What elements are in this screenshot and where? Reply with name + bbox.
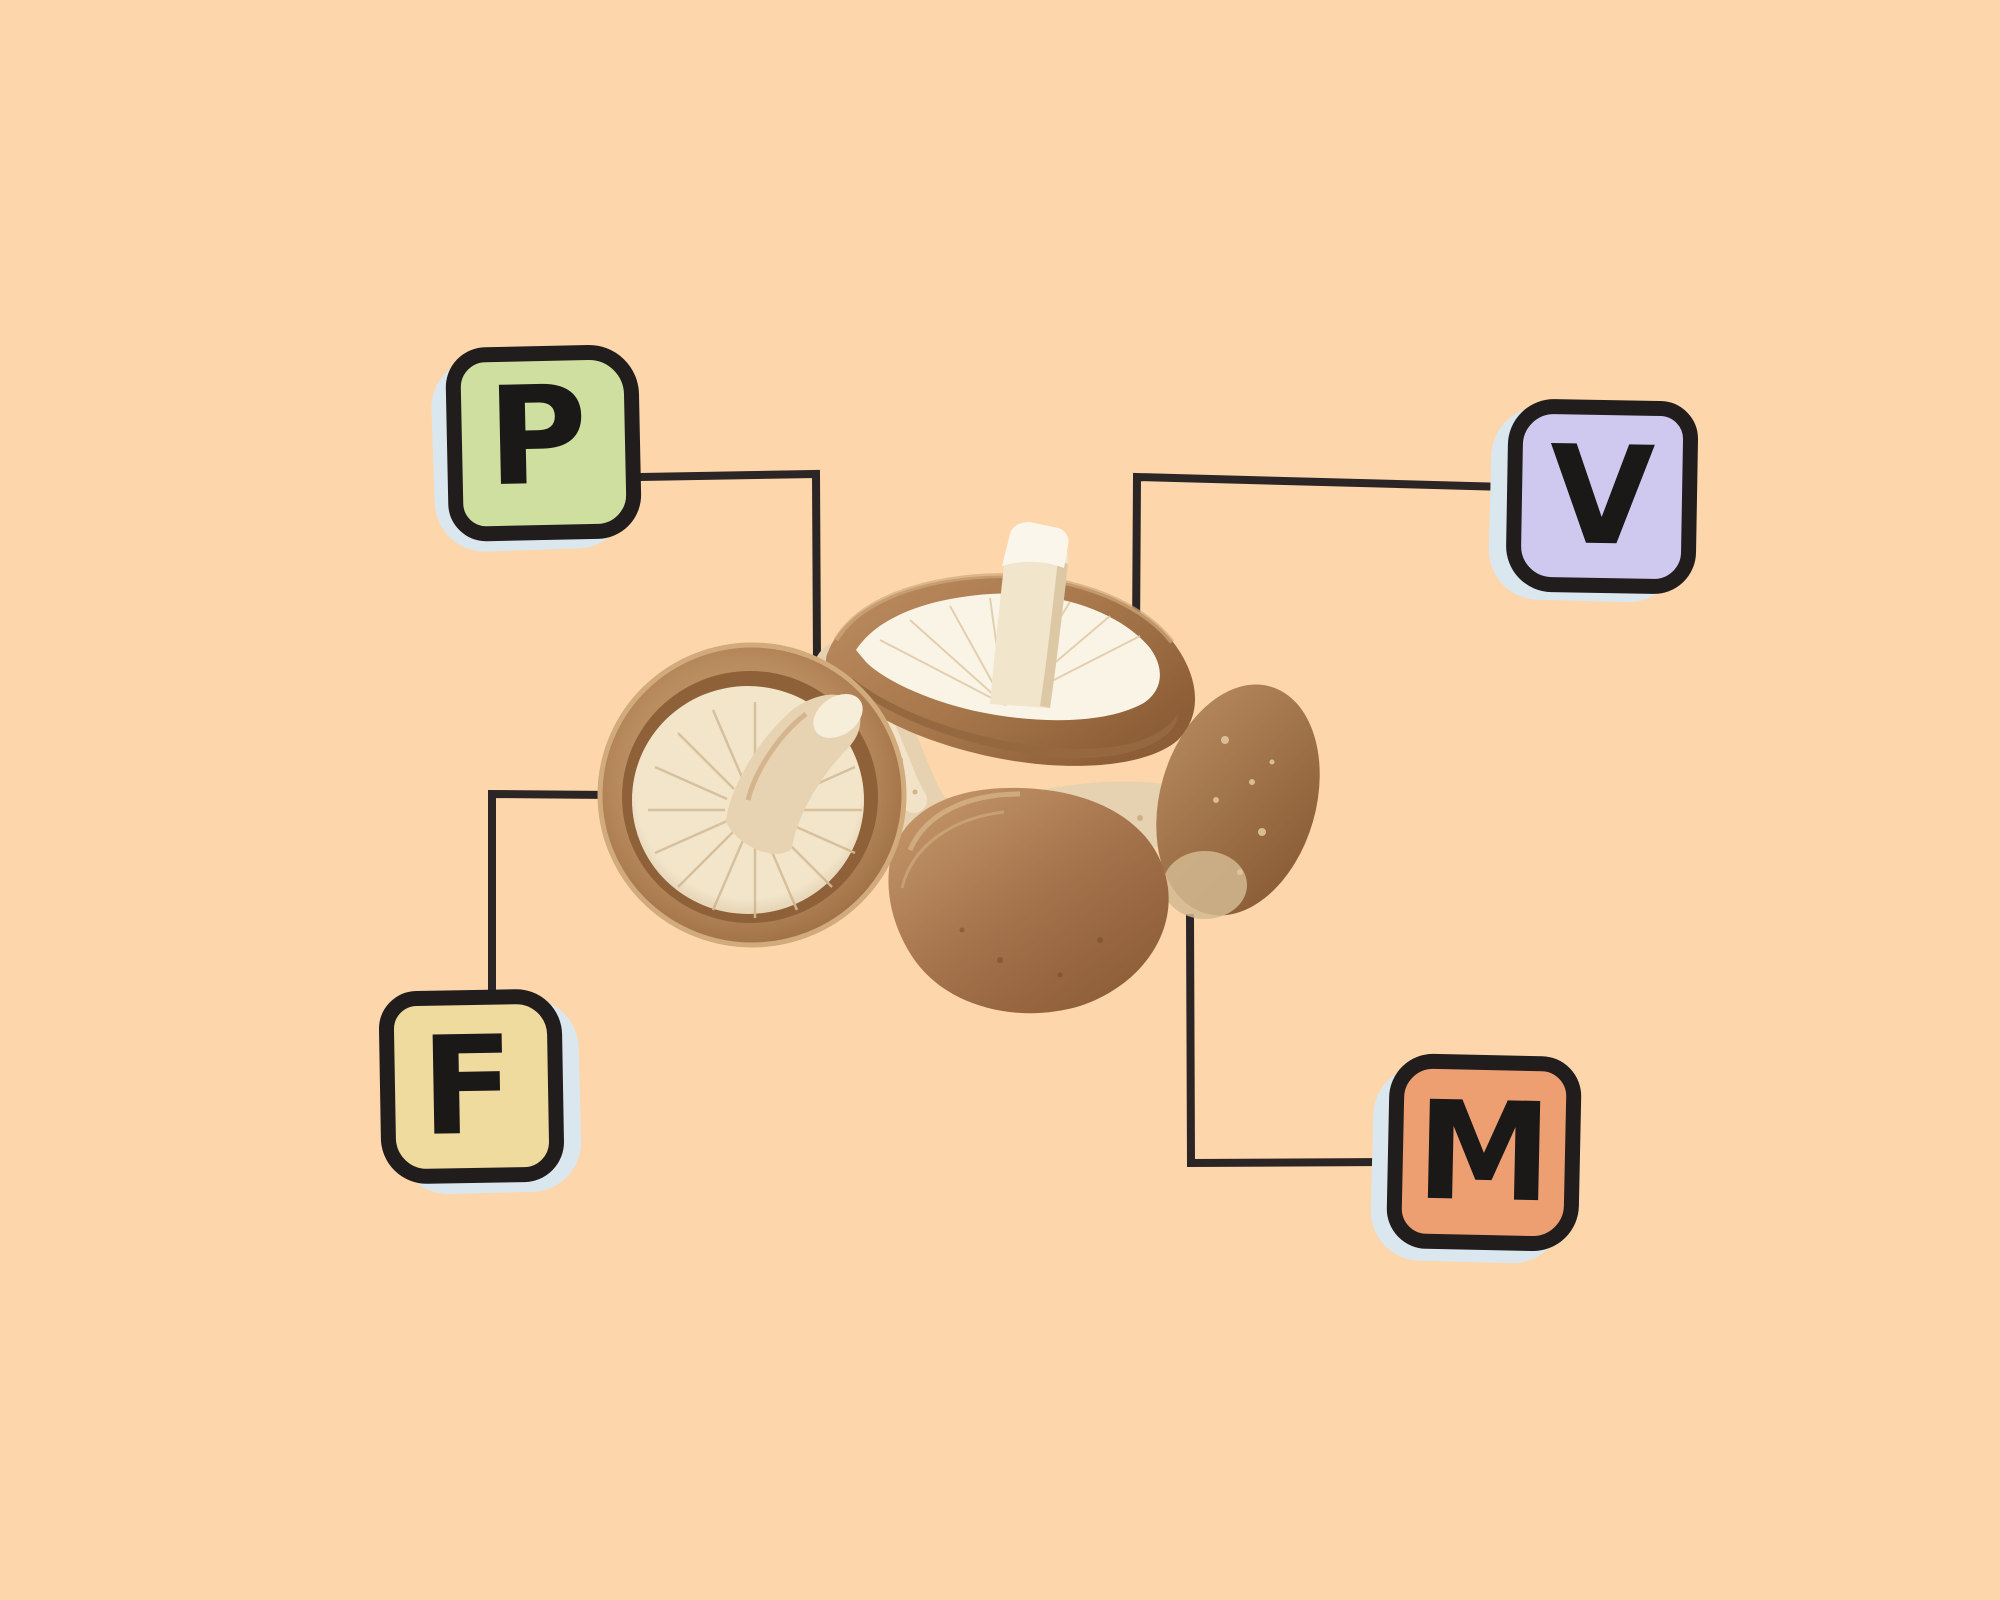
connector-f bbox=[488, 789, 613, 992]
tile-p: P bbox=[429, 344, 643, 554]
mushroom-top-cap bbox=[825, 522, 1196, 766]
tile-f-letter: F bbox=[419, 1006, 516, 1167]
tile-m-face: M bbox=[1385, 1053, 1583, 1252]
mushroom-left-cap bbox=[597, 642, 907, 948]
tile-f-face: F bbox=[378, 988, 565, 1185]
connector-lines bbox=[488, 469, 1508, 1168]
tile-m-letter: M bbox=[1414, 1072, 1554, 1233]
mushrooms-image bbox=[597, 522, 1320, 1014]
tile-p-letter: P bbox=[485, 357, 589, 518]
mushroom-right-dome bbox=[1156, 684, 1320, 919]
tile-f: F bbox=[378, 988, 583, 1196]
tile-v-letter: V bbox=[1547, 416, 1656, 577]
tile-v: V bbox=[1487, 398, 1699, 604]
mushroom-bottom-dome bbox=[888, 787, 1169, 1014]
connector-v bbox=[1132, 472, 1508, 638]
connector-m bbox=[1186, 913, 1390, 1168]
tile-p-face: P bbox=[444, 344, 643, 542]
top-cap-stem bbox=[990, 522, 1069, 708]
tile-m: M bbox=[1369, 1053, 1583, 1265]
tile-v-face: V bbox=[1505, 398, 1699, 595]
connector-p bbox=[639, 469, 821, 663]
left-cap-stem-stub bbox=[726, 694, 863, 854]
